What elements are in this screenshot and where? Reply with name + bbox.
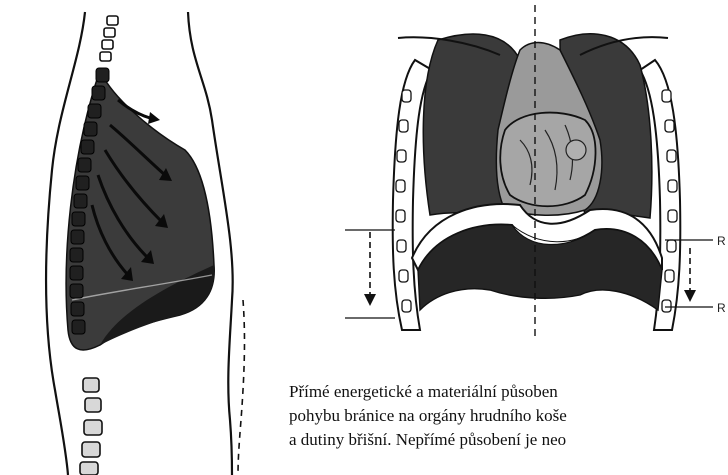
caption-line-3: a dutiny břišní. Nepřímé působení je neo bbox=[289, 428, 728, 452]
sagittal-torso-drawing bbox=[46, 12, 244, 475]
left-arrowhead bbox=[364, 294, 376, 306]
caption-text: Přímé energetické a materiální působen p… bbox=[289, 380, 728, 452]
caption-line-2: pohybu bránice na orgány hrudního koše bbox=[289, 404, 728, 428]
abdomen-dashed-line bbox=[238, 300, 244, 475]
spine-vertebrae-lumbar bbox=[80, 378, 102, 475]
right-label-top: R bbox=[717, 234, 726, 248]
frontal-chest-drawing: R R bbox=[345, 5, 726, 340]
right-arrowhead bbox=[684, 290, 696, 302]
caption-line-1: Přímé energetické a materiální působen bbox=[289, 380, 728, 404]
spine-vertebrae-top bbox=[100, 16, 118, 61]
heart bbox=[500, 113, 595, 207]
right-label-bottom: R bbox=[717, 301, 726, 315]
